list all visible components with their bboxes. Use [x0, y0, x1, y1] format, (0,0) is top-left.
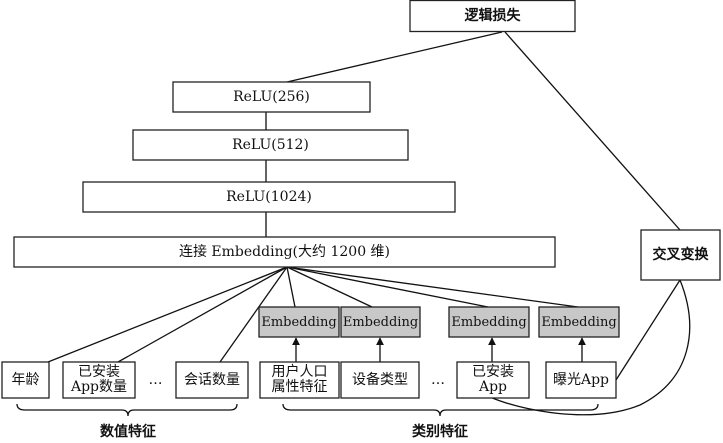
- concat-embedding-layer: 连接 Embedding(大约 1200 维): [178, 243, 391, 260]
- edge-relu256-to-loss: [286, 31, 503, 83]
- concat-fanout-edges: [47, 266, 579, 363]
- feature-device-type: 设备类型: [352, 371, 408, 388]
- numeric-ellipsis: …: [148, 371, 163, 388]
- numeric-brace: [16, 403, 238, 417]
- edge-cross-to-loss: [504, 31, 681, 231]
- numeric-features-group-label: 数值特征: [100, 423, 156, 440]
- feature-installed-app-count: 已安装 App数量: [70, 364, 128, 395]
- categorical-features-group-label: 类别特征: [412, 423, 468, 440]
- feature-session-count: 会话数量: [184, 371, 240, 388]
- edge-installed-app-to-cross: [489, 279, 691, 416]
- embedding-exposed-app: Embedding: [541, 314, 617, 330]
- embedding-demographic: Embedding: [261, 314, 337, 330]
- relu-1024-layer: ReLU(1024): [226, 188, 312, 205]
- feature-age: 年龄: [11, 371, 40, 388]
- feature-installed-app: 已安装 App: [472, 364, 514, 395]
- relu-512-layer: ReLU(512): [232, 136, 309, 153]
- feature-exposed-app: 曝光App: [552, 371, 610, 388]
- logistic-loss-node: 逻辑损失: [464, 7, 521, 24]
- relu-256-layer: ReLU(256): [233, 88, 310, 105]
- embedding-installed-app: Embedding: [451, 314, 527, 330]
- cross-product-transform: 交叉变换: [652, 246, 709, 263]
- embedding-device: Embedding: [342, 314, 419, 330]
- categorical-brace: [282, 403, 599, 417]
- feature-user-demographics: 用户人口 属性特征: [271, 364, 328, 395]
- categorical-ellipsis: …: [431, 371, 445, 388]
- edge-exposed-app-to-cross: [615, 279, 681, 381]
